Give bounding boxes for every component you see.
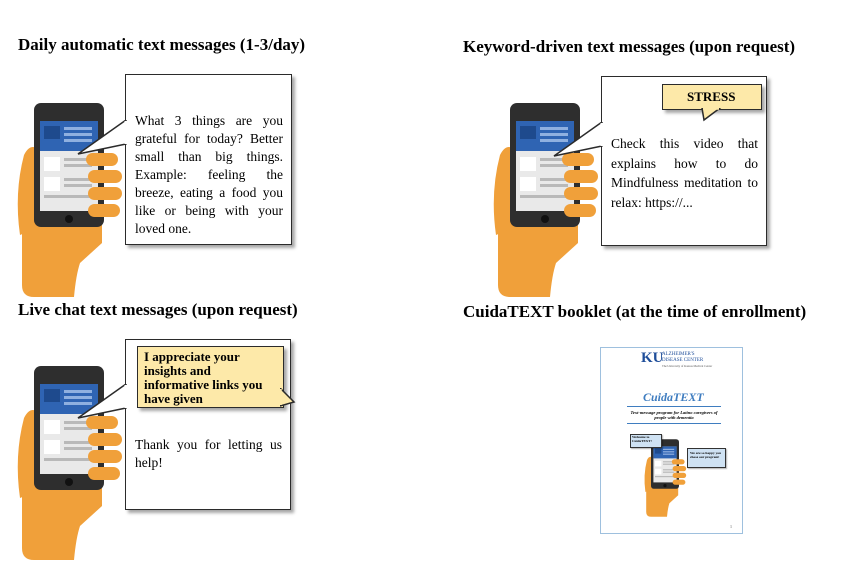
hand-holding-phone-icon [17, 366, 122, 560]
booklet-title: CuidaTEXT [643, 390, 704, 404]
keyword-tag: STRESS [662, 84, 762, 110]
live-chat-reply-text: Thank you for letting us help! [135, 437, 282, 470]
keyword-response-text: Check this video that explains how to do… [611, 136, 758, 210]
panel-3-heading: Live chat text messages (upon request) [18, 300, 298, 319]
booklet-subtitle-rule [627, 423, 721, 424]
booklet-bubble-left-text: Welcome to CuidaTEXT! [632, 435, 652, 443]
booklet-cover: KU ALZHEIMER'S DISEASE CENTER The Univer… [600, 347, 743, 534]
tag-pointer-icon [701, 108, 722, 122]
booklet-subtitle: Text-message program for Latino caregive… [630, 410, 718, 420]
booklet-bubble-right: We are so happy you chose our program! [687, 448, 726, 468]
bubble-pointer-icon [77, 120, 128, 155]
user-message-bubble: I appreciate your insights and informati… [137, 346, 284, 408]
booklet-bubble-right-text: We are so happy you chose our program! [690, 451, 722, 459]
user-bubble-pointer-icon [280, 388, 296, 407]
hand-holding-phone-icon [17, 103, 122, 297]
hand-holding-phone-icon [493, 103, 598, 297]
booklet-center-name: ALZHEIMER'S DISEASE CENTER [662, 352, 704, 363]
booklet-title-rule [627, 406, 721, 407]
automatic-message-bubble: What 3 things are you grateful for today… [125, 74, 292, 245]
bubble-pointer-icon [77, 384, 128, 419]
panel-1-heading: Daily automatic text messages (1-3/day) [18, 35, 306, 54]
booklet-page-number: 1 [730, 524, 732, 529]
booklet-logo: KU [641, 350, 664, 366]
booklet-center-subtitle: The University of Kansas Medical Center [662, 364, 713, 368]
user-message-text: I appreciate your insights and informati… [144, 349, 263, 406]
keyword-label: STRESS [687, 89, 736, 104]
panel-4-heading: CuidaTEXT booklet (at the time of enroll… [463, 302, 807, 321]
automatic-message-text: What 3 things are you grateful for today… [135, 113, 283, 236]
booklet-bubble-left: Welcome to CuidaTEXT! [630, 434, 662, 448]
panel-2-heading: Keyword-driven text messages (upon reque… [463, 37, 796, 56]
bubble-pointer-icon [553, 122, 604, 157]
